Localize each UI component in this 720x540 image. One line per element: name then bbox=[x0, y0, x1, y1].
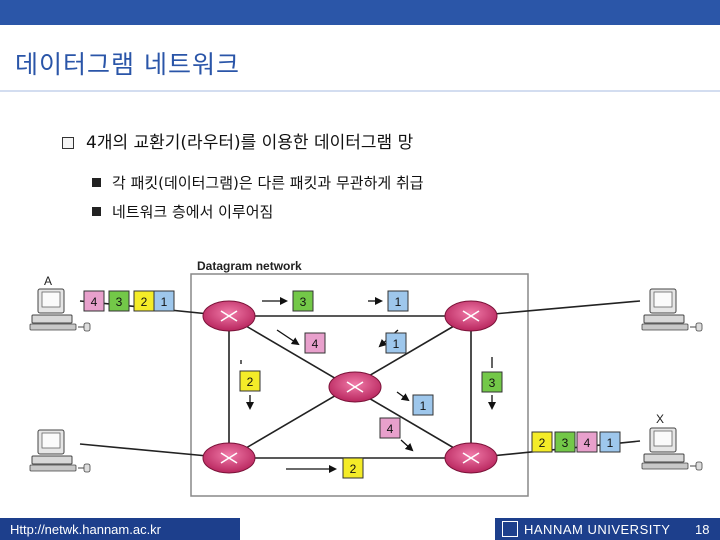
destination-packet-queue: 2 3 4 1 bbox=[531, 431, 621, 453]
packet-label: 4 bbox=[312, 337, 319, 351]
university-logo-icon bbox=[502, 521, 518, 537]
square-bullet-icon bbox=[92, 207, 101, 216]
packet-right-vertical: 3 bbox=[481, 357, 503, 410]
packet-label: 3 bbox=[300, 295, 307, 309]
footer-url: Http://netwk.hannam.ac.kr bbox=[0, 518, 240, 540]
checkbox-bullet-icon bbox=[62, 137, 74, 149]
sub-bullet-text: 네트워크 층에서 이루어짐 bbox=[112, 203, 274, 221]
packet-label: 1 bbox=[607, 436, 614, 450]
packet-top-left: 3 bbox=[262, 290, 314, 312]
packet-label: 2 bbox=[350, 462, 357, 476]
router-center bbox=[328, 371, 382, 403]
packet-label: 1 bbox=[161, 295, 168, 309]
link bbox=[470, 300, 641, 317]
packet-label: 2 bbox=[141, 295, 148, 309]
router-bottom-right bbox=[444, 442, 498, 474]
footer-university: HANNAM UNIVERSITY bbox=[524, 522, 671, 537]
source-packet-queue: 4 3 2 1 bbox=[83, 290, 175, 312]
sub-bullet: 각 패킷(데이터그램)은 다른 패킷과 무관하게 취급 bbox=[92, 172, 424, 193]
packet-label: 2 bbox=[539, 436, 546, 450]
footer-bar bbox=[495, 518, 720, 540]
sub-bullet: 네트워크 층에서 이루어짐 bbox=[92, 201, 273, 222]
packet-upper-left-diagonal: 4 bbox=[276, 329, 326, 354]
packet-lower-center-4: 4 bbox=[379, 417, 414, 452]
square-bullet-icon bbox=[92, 178, 101, 187]
packet-top-right: 1 bbox=[368, 290, 409, 312]
packet-lower-center-1: 1 bbox=[396, 391, 434, 416]
packet-label: 4 bbox=[91, 295, 98, 309]
router-bottom-left bbox=[202, 442, 256, 474]
computer-icon bbox=[641, 288, 703, 332]
computer-icon bbox=[29, 429, 91, 473]
slide-title: 데이터그램 네트워크 bbox=[15, 50, 240, 79]
datagram-network-diagram: Datagram network bbox=[29, 259, 703, 497]
packet-label: 3 bbox=[489, 376, 496, 390]
station-a-label: A bbox=[44, 274, 52, 288]
packet-label: 4 bbox=[387, 422, 394, 436]
computer-icon bbox=[29, 288, 91, 332]
packet-bottom: 2 bbox=[286, 457, 364, 479]
main-bullet-text: 4개의 교환기(라우터)를 이용한 데이터그램 망 bbox=[86, 133, 414, 153]
packet-label: 1 bbox=[395, 295, 402, 309]
top-bar bbox=[0, 0, 720, 25]
title-divider bbox=[0, 90, 720, 92]
packet-label: 3 bbox=[562, 436, 569, 450]
router-top-left bbox=[202, 300, 256, 332]
sub-bullet-text: 각 패킷(데이터그램)은 다른 패킷과 무관하게 취급 bbox=[112, 174, 424, 192]
packet-label: 2 bbox=[247, 375, 254, 389]
packet-left-vertical: 2 bbox=[239, 360, 261, 410]
main-bullet: 4개의 교환기(라우터)를 이용한 데이터그램 망 bbox=[62, 128, 413, 153]
packet-upper-right-diagonal: 1 bbox=[378, 329, 407, 354]
network-label: Datagram network bbox=[197, 259, 302, 273]
packet-label: 4 bbox=[584, 436, 591, 450]
computer-icon bbox=[641, 427, 703, 471]
station-x-label: X bbox=[656, 412, 664, 426]
page-number: 18 bbox=[695, 522, 710, 537]
router-top-right bbox=[444, 300, 498, 332]
packet-label: 1 bbox=[393, 337, 400, 351]
packet-label: 3 bbox=[116, 295, 123, 309]
packet-label: 1 bbox=[420, 399, 427, 413]
